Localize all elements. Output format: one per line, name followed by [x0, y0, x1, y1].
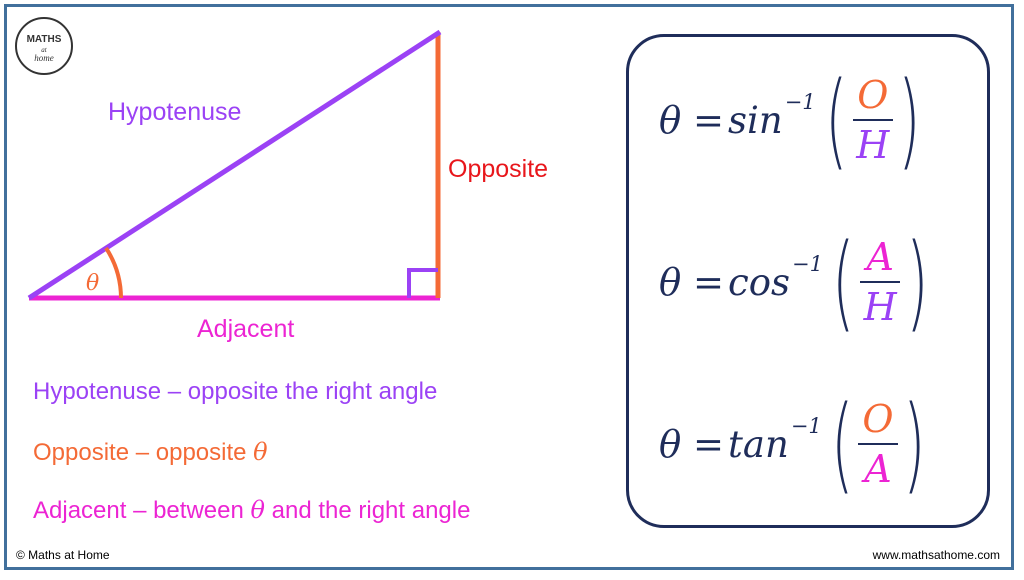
slide-frame: [4, 4, 1014, 570]
formula-function: cos: [728, 260, 791, 304]
formula-lhs: θ =: [659, 98, 725, 142]
fraction-bar: [860, 281, 901, 283]
fraction-bar: [852, 119, 893, 121]
left-paren: (: [832, 221, 855, 343]
fraction: O A: [856, 396, 899, 492]
fraction-numerator: A: [866, 235, 894, 279]
angle-theta-label: θ: [86, 271, 99, 296]
footer-copyright: © Maths at Home: [16, 548, 110, 562]
fraction-bar: [857, 443, 898, 445]
fraction-numerator: O: [857, 73, 889, 117]
right-paren: ): [902, 383, 925, 505]
legend-opposite-text: Opposite – opposite: [33, 439, 254, 466]
legend-opposite: Opposite – opposite θ: [33, 438, 268, 467]
legend-adjacent-theta: θ: [250, 496, 265, 524]
formula-inverse-exponent: −1: [790, 414, 822, 438]
angle-arc: [104, 246, 123, 299]
formula-inverse-exponent: −1: [784, 90, 816, 114]
hypotenuse-label: Hypotenuse: [108, 98, 242, 126]
formula-lhs: θ =: [659, 422, 725, 466]
right-paren: ): [905, 221, 929, 343]
left-paren: (: [824, 59, 848, 181]
legend-adjacent-suffix: and the right angle: [264, 497, 471, 524]
adjacent-label: Adjacent: [197, 315, 295, 343]
right-paren: ): [898, 59, 921, 181]
legend-adjacent: Adjacent – between θ and the right angle: [33, 496, 470, 525]
fraction: A H: [858, 234, 903, 330]
legend-opposite-theta: θ: [253, 438, 268, 466]
logo-text-maths: MATHS: [27, 34, 62, 45]
formula-inverse-cos: θ = cos −1 ( A H ): [659, 227, 937, 337]
legend-hypotenuse: Hypotenuse – opposite the right angle: [33, 378, 438, 405]
footer-website: www.mathsathome.com: [872, 548, 1000, 562]
formula-box: θ = sin −1 ( O H ) θ = cos −1 ( A H ) θ …: [626, 34, 990, 528]
left-paren: (: [830, 383, 854, 505]
formula-function: sin: [728, 98, 783, 142]
legend-adjacent-text: Adjacent – between: [33, 497, 251, 524]
fraction-numerator: O: [862, 397, 894, 441]
logo-text-home: home: [34, 53, 54, 63]
formula-function: tan: [728, 422, 789, 466]
right-angle-marker: [407, 268, 438, 298]
opposite-label: Opposite: [448, 155, 549, 183]
formula-inverse-sin: θ = sin −1 ( O H ): [659, 65, 930, 175]
logo-text-at: at: [41, 46, 48, 54]
formula-inverse-exponent: −1: [792, 252, 824, 276]
fraction: O H: [850, 72, 895, 168]
formula-inverse-tan: θ = tan −1 ( O A ): [659, 389, 934, 499]
fraction-denominator: H: [863, 285, 897, 329]
hypotenuse-side: [27, 29, 442, 301]
fraction-denominator: H: [856, 123, 890, 167]
fraction-denominator: A: [864, 447, 892, 491]
maths-at-home-logo: MATHS at home: [15, 17, 73, 75]
formula-lhs: θ =: [659, 260, 725, 304]
